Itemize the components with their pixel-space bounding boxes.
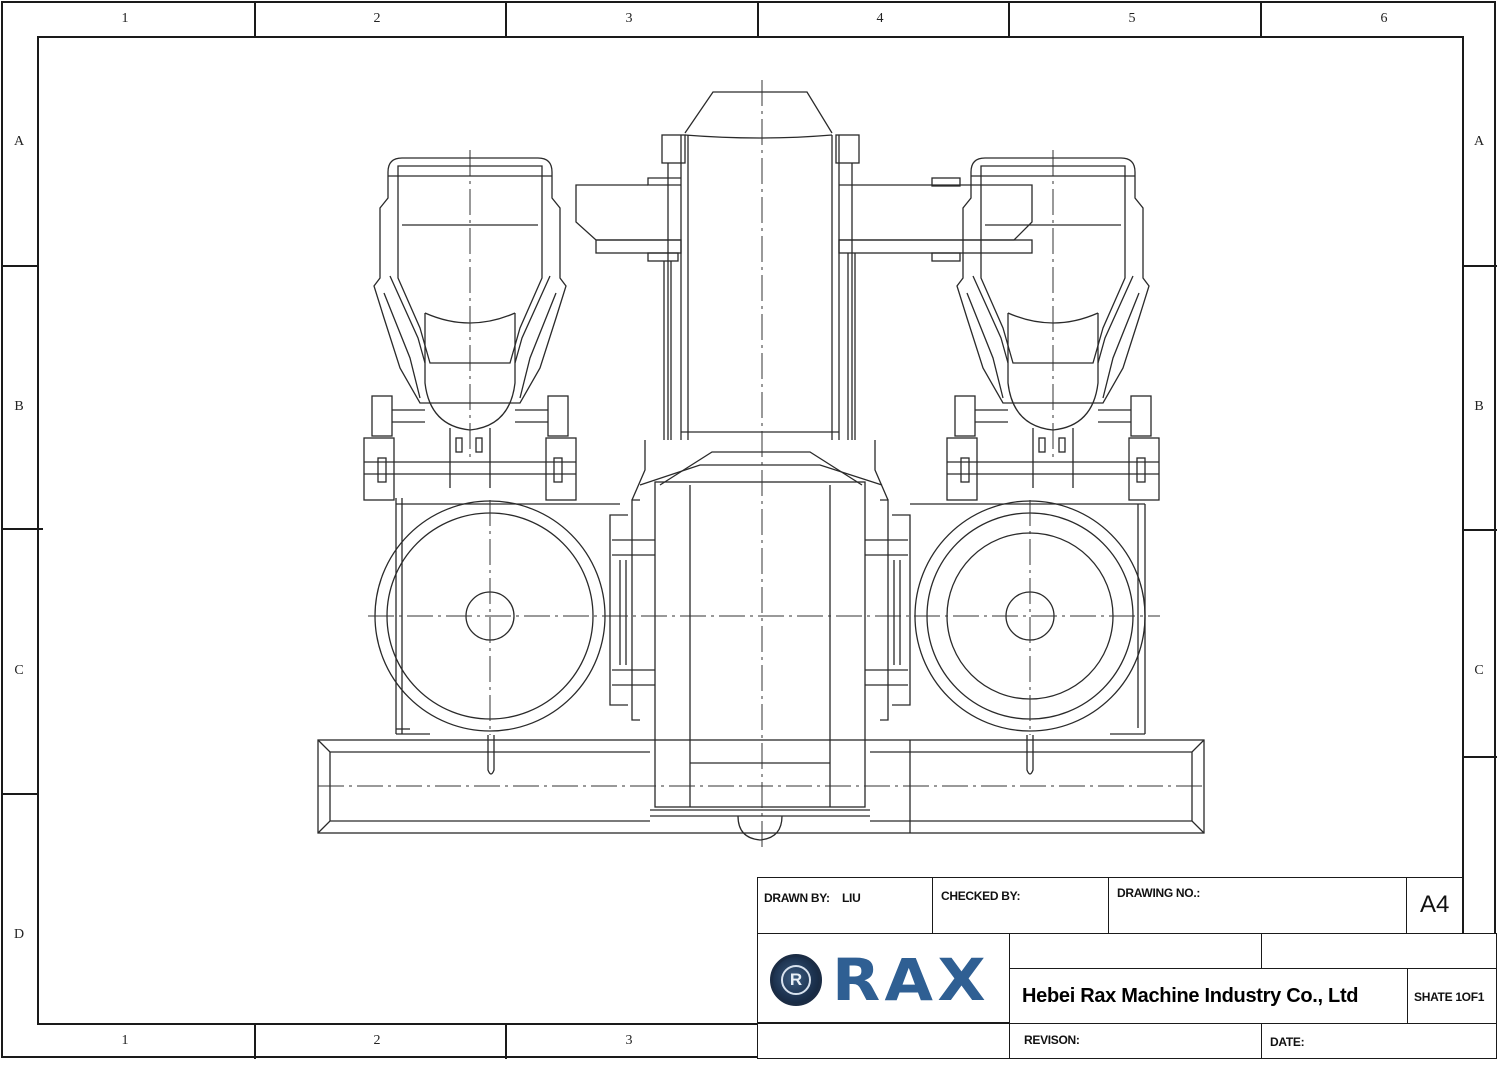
zone-column-label: 3 (625, 11, 633, 26)
checked-by-cell: CHECKED BY: (932, 877, 1109, 934)
zone-divider (1462, 529, 1497, 531)
sheet-count: SHATE 1OF1 (1414, 990, 1485, 1004)
zone-row-label: B (1474, 399, 1484, 414)
right-pump-volute (910, 500, 1146, 735)
zone-column-label: 4 (876, 11, 884, 26)
zone-column-label: 5 (1128, 11, 1136, 26)
inner-border (37, 36, 1464, 1025)
zone-row-label: A (1473, 134, 1485, 149)
logo-wordmark: RAX (832, 946, 990, 1014)
zone-row-label: C (14, 663, 24, 678)
zone-column-label: 2 (373, 11, 381, 26)
drawn-by-value: LIU (842, 891, 861, 905)
zone-row-label: A (13, 134, 25, 149)
company-name: Hebei Rax Machine Industry Co., Ltd (1022, 985, 1359, 1007)
checked-by-label: CHECKED BY: (941, 889, 1021, 903)
logo-badge-icon: R (770, 954, 822, 1006)
zone-divider (254, 2, 256, 37)
zone-row-label: B (14, 399, 24, 414)
company-cell: Hebei Rax Machine Industry Co., Ltd (1009, 968, 1408, 1024)
drawn-by-cell: DRAWN BY: LIU (757, 877, 933, 934)
zone-divider (2, 528, 43, 530)
blank-cell (757, 1023, 1010, 1059)
sheet-count-cell: SHATE 1OF1 (1407, 968, 1497, 1024)
zone-divider (1462, 265, 1497, 267)
date-cell: DATE: (1261, 1023, 1497, 1059)
zone-divider (254, 1023, 256, 1059)
zone-divider (757, 2, 759, 37)
logo-badge-letter: R (781, 965, 811, 995)
zone-row-label: D (13, 927, 25, 942)
central-manifold (575, 91, 1033, 841)
blank-cell (1009, 933, 1262, 969)
zone-column-label: 1 (121, 1033, 129, 1048)
zone-divider (505, 2, 507, 37)
zone-divider (2, 265, 37, 267)
zone-row-label: C (1474, 663, 1484, 678)
logo-cell: R RAX (757, 933, 1010, 1023)
drawing-no-label: DRAWING NO.: (1117, 886, 1201, 900)
zone-divider (2, 793, 37, 795)
revision-label: REVISON: (1024, 1033, 1080, 1047)
company-logo: R RAX (770, 951, 986, 1009)
drawn-by-label: DRAWN BY: (764, 891, 830, 905)
zone-divider (1462, 756, 1497, 758)
base-rail (317, 735, 1205, 834)
zone-column-label: 2 (373, 1033, 381, 1048)
zone-column-label: 3 (625, 1033, 633, 1048)
zone-column-label: 1 (121, 11, 129, 26)
date-label: DATE: (1270, 1035, 1305, 1049)
zone-column-label: 6 (1380, 11, 1388, 26)
zone-divider (505, 1023, 507, 1059)
drawing-no-cell: DRAWING NO.: (1108, 877, 1407, 934)
sheet-size-cell: A4 (1406, 877, 1463, 934)
sheet-size: A4 (1420, 891, 1450, 918)
centerlines (318, 80, 1204, 850)
zone-divider (1008, 2, 1010, 37)
revision-cell: REVISON: (1009, 1023, 1262, 1059)
zone-divider (1260, 2, 1262, 37)
blank-cell (1261, 933, 1497, 969)
